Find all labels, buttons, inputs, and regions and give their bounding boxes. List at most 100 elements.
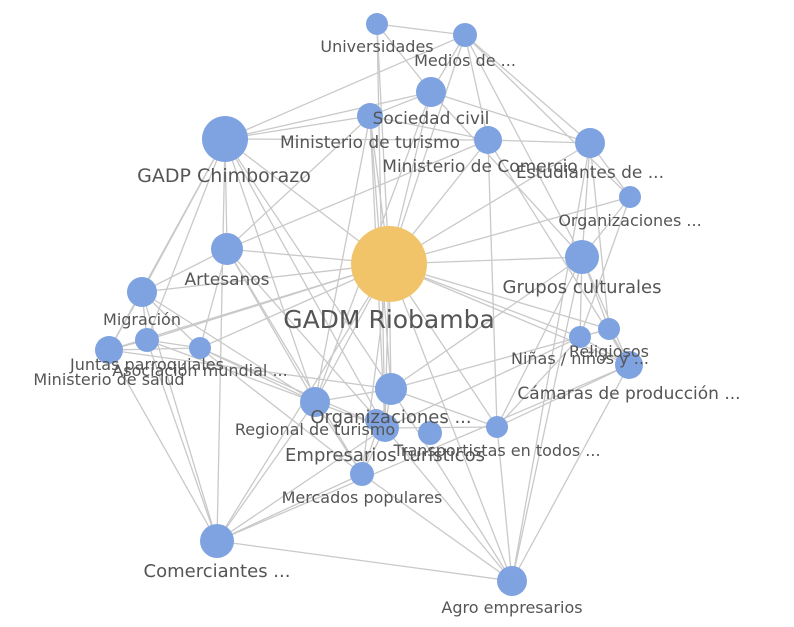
edge-mincom-artes — [226, 139, 489, 250]
edge-gadp-mincom — [224, 138, 489, 141]
node-univ[interactable] — [366, 13, 388, 35]
label-artes: Artesanos — [184, 270, 269, 290]
node-estud[interactable] — [575, 128, 605, 158]
node-artes[interactable] — [211, 233, 243, 265]
node-medios[interactable] — [453, 23, 477, 47]
label-gadm: GADM Riobamba — [283, 305, 495, 334]
label-minsal: Ministerio de salud — [33, 370, 184, 389]
edge-gadp-mintur — [224, 115, 371, 140]
edge-juntas-comer — [146, 339, 218, 542]
label-estud: Estudiantes de ... — [516, 163, 664, 183]
edge-mercados-comer — [216, 473, 363, 542]
edge-gadp-regtur — [224, 138, 316, 403]
label-ninas: Niñas / niños y ... — [511, 349, 649, 368]
edge-grupos-org2 — [390, 256, 583, 390]
label-univ: Universidades — [320, 37, 433, 56]
edge-gadp-org2 — [224, 138, 392, 390]
edge-camaras-transp — [496, 364, 630, 428]
edge-emptur-agro — [384, 427, 513, 582]
node-org2[interactable] — [375, 373, 407, 405]
edge-mercados-agro — [361, 473, 513, 582]
edge-grupos-transp — [496, 256, 583, 428]
edge-mintur-artes — [226, 115, 371, 250]
edge-transp-agro — [496, 426, 513, 582]
label-migra: Migración — [103, 310, 181, 329]
edge-mintur-mincom — [369, 115, 489, 141]
node-camaras[interactable] — [615, 351, 643, 379]
label-agro: Agro empresarios — [441, 598, 582, 617]
node-gadm[interactable] — [351, 226, 427, 302]
node-layer — [95, 13, 643, 596]
label-emptur: Empresarios turísticos — [285, 445, 485, 466]
edge-gadm-relig — [388, 263, 610, 330]
edge-migra-regtur — [141, 291, 316, 403]
node-mundial[interactable] — [189, 337, 211, 359]
edge-mintur-regtur — [314, 115, 371, 403]
edge-artes-mercados — [226, 248, 363, 475]
edge-juntas-regtur — [146, 339, 316, 403]
node-mercados[interactable] — [350, 462, 374, 486]
label-mercados: Mercados populares — [282, 488, 443, 507]
edge-ninas-transp — [496, 336, 581, 428]
edge-gadp-medios — [224, 34, 466, 140]
node-juntas[interactable] — [135, 328, 159, 352]
edge-mincom-transp — [487, 139, 498, 428]
edge-gadm-agro — [388, 263, 513, 582]
edge-regtur-comer — [216, 401, 316, 542]
edge-minsal-comer — [108, 349, 218, 542]
edge-gadm-migra — [141, 263, 390, 293]
node-mincom[interactable] — [474, 126, 502, 154]
edge-medios-mincom — [464, 34, 489, 141]
node-minsal[interactable] — [95, 336, 123, 364]
node-grupos[interactable] — [565, 240, 599, 274]
edge-mundial-regtur — [199, 347, 316, 403]
edge-transp-emptur — [384, 426, 498, 429]
node-migra[interactable] — [127, 277, 157, 307]
node-agro[interactable] — [497, 566, 527, 596]
node-gadp[interactable] — [202, 116, 248, 162]
edge-estud-grupos — [581, 142, 591, 258]
edge-gadp-comer — [216, 138, 226, 542]
label-org1: Organizaciones ... — [558, 211, 701, 230]
edge-artes-emptur — [226, 248, 386, 429]
edge-gadm-org1 — [388, 196, 631, 265]
label-mintur: Ministerio de turismo — [280, 133, 460, 153]
edge-ninas-emptur — [384, 336, 581, 429]
node-mintur[interactable] — [357, 103, 383, 129]
label-mundial: Asociación mundial ... — [112, 361, 287, 380]
node-socciv[interactable] — [416, 77, 446, 107]
edge-medios-org1 — [464, 34, 631, 198]
edge-medios-grupos — [464, 34, 583, 258]
label-gadp: GADP Chimborazo — [137, 165, 311, 187]
edge-socciv-grupos — [430, 91, 583, 258]
edge-medios-estud — [464, 34, 591, 144]
node-comer[interactable] — [200, 524, 234, 558]
node-unlabeled-1[interactable] — [365, 409, 387, 431]
node-ninas[interactable] — [569, 326, 591, 348]
edge-camaras-comer — [216, 364, 630, 542]
label-socciv: Sociedad civil — [373, 109, 490, 129]
label-layer: GADM Riobamba GADP Chimborazo Universidade… — [33, 37, 740, 617]
edge-camaras-agro — [511, 364, 630, 582]
edge-univ-medios — [376, 23, 466, 36]
label-relig: Religiosos — [569, 342, 649, 361]
edge-org2-agro — [390, 388, 513, 582]
node-regtur[interactable] — [300, 387, 330, 417]
edge-grupos-camaras — [581, 256, 630, 366]
edge-gadp-socciv — [224, 91, 432, 140]
label-mincom: Ministerio de Comercio — [382, 157, 577, 177]
node-org1[interactable] — [619, 186, 641, 208]
edge-mundial-mercados — [199, 347, 363, 475]
label-grupos: Grupos culturales — [503, 277, 662, 298]
edge-gadm-univ — [376, 23, 390, 265]
node-relig[interactable] — [598, 318, 620, 340]
label-camaras: Cámaras de producción ... — [517, 384, 740, 404]
label-org2: Organizaciones ... — [310, 407, 471, 428]
edge-gadp-juntas — [146, 138, 226, 341]
node-unlabeled-0[interactable] — [418, 421, 442, 445]
label-regtur: Regional de turismo — [235, 420, 395, 439]
edge-gadp-emptur — [224, 138, 386, 429]
node-transp[interactable] — [486, 416, 508, 438]
